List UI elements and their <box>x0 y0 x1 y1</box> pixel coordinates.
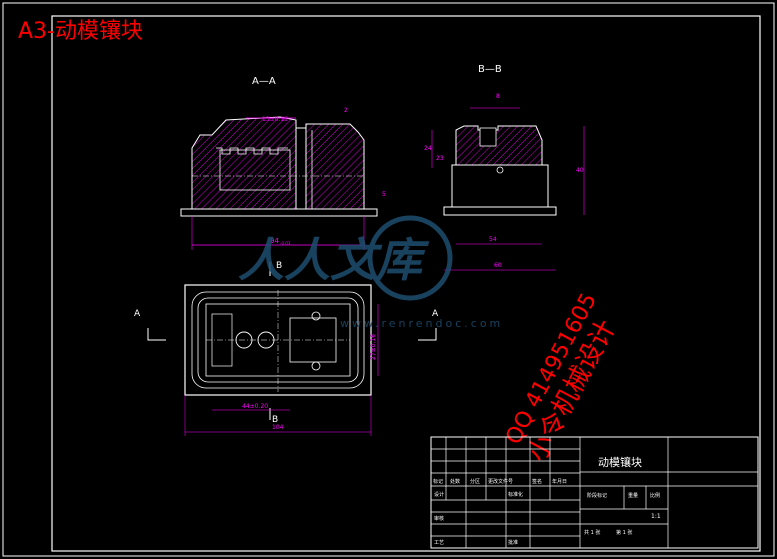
tb-header-2: 分区 <box>470 478 480 485</box>
plan-outer <box>184 284 372 396</box>
cut-a-right: A <box>432 309 439 319</box>
cut-a-mark-left <box>147 328 166 341</box>
dim-5: 5 <box>382 191 386 198</box>
aa-base <box>180 208 378 217</box>
cut-a-mark-right <box>418 328 437 341</box>
drawing-title: A3-动模镶块 <box>18 19 143 44</box>
dim-104: 104 <box>272 424 284 431</box>
bb-base <box>443 206 557 216</box>
tb-weight: 重量 <box>628 492 638 499</box>
inner-frame <box>51 15 761 552</box>
bb-block <box>451 164 549 208</box>
qq-stamp: QQ 414951605 小令机械设计 <box>501 289 622 467</box>
tb-header-4: 签名 <box>532 478 542 485</box>
dim-94-tol: -0.03 <box>280 241 291 246</box>
tb-scale: 比例 <box>650 492 660 499</box>
dim-8: 8 <box>496 93 500 100</box>
tb-scale-value: 1:1 <box>651 513 661 520</box>
dim-24: 24 <box>424 145 432 152</box>
tb-header-0: 标记 <box>433 478 443 485</box>
cut-b-bottom: B <box>272 415 278 425</box>
cut-b-top: B <box>276 261 282 271</box>
tb-role-approve: 批准 <box>508 539 518 546</box>
tb-role-review: 审核 <box>434 515 444 522</box>
dim-94: 94 <box>270 237 279 245</box>
tb-stage-mark: 阶段标记 <box>587 492 607 499</box>
plan-bore-left <box>235 331 253 349</box>
dim-60: 60 <box>494 262 502 269</box>
watermark: 人人文库 www.renrendoc.com <box>238 215 503 330</box>
title-block: 动模镶块 标记 处数 分区 更改文件号 签名 年月日 设计 标准化 审核 工艺 … <box>430 436 759 549</box>
cut-a-left: A <box>134 309 141 319</box>
bb-upper <box>455 125 543 166</box>
tb-header-1: 处数 <box>450 478 460 485</box>
dim-44: 44±0.20 <box>242 403 268 410</box>
plan-left-pocket <box>211 313 233 367</box>
tb-header-5: 年月日 <box>552 478 567 485</box>
section-bb-view: B—B 8 24 23 40 54 60 <box>424 64 585 271</box>
tb-role-design: 设计 <box>434 491 444 498</box>
bb-slot <box>479 127 497 147</box>
dim-27: 27±0.16 <box>370 334 377 360</box>
section-aa-label: A—A <box>252 76 276 87</box>
watermark-ring <box>367 215 453 301</box>
plan-bore-right <box>257 331 275 349</box>
tb-sheets: 共 1 张 <box>584 529 600 536</box>
aa-body <box>191 116 365 210</box>
plan-slide-block <box>289 317 337 363</box>
watermark-url: www.renrendoc.com <box>340 317 503 330</box>
tb-sheet-no: 第 1 张 <box>616 529 632 536</box>
plan-pin-top <box>311 311 321 321</box>
watermark-brand: 人人文库 <box>238 233 430 287</box>
tb-header-3: 更改文件号 <box>488 478 513 485</box>
tb-outer <box>430 436 759 549</box>
aa-core-slot <box>295 127 307 210</box>
tb-role-process: 工艺 <box>434 540 444 546</box>
dim-2: 2 <box>344 107 348 114</box>
plan-pin-bottom <box>311 361 321 371</box>
dim-13: 13±0.12 <box>262 116 288 123</box>
aa-teeth <box>216 147 288 155</box>
dim-40: 40 <box>576 167 584 174</box>
section-bb-label: B—B <box>478 64 502 75</box>
dim-54: 54 <box>489 236 497 243</box>
tb-role-standard: 标准化 <box>508 491 523 498</box>
dim-23: 23 <box>436 155 444 162</box>
section-aa-view: A—A 13±0.12 2 94 -0.03 5 <box>180 76 386 250</box>
plan-view: B B A A 44±0.20 104 27±0.16 <box>134 261 439 436</box>
aa-cavity-left <box>219 149 291 191</box>
tb-part-name: 动模镶块 <box>598 455 642 469</box>
bb-hole <box>496 166 504 174</box>
